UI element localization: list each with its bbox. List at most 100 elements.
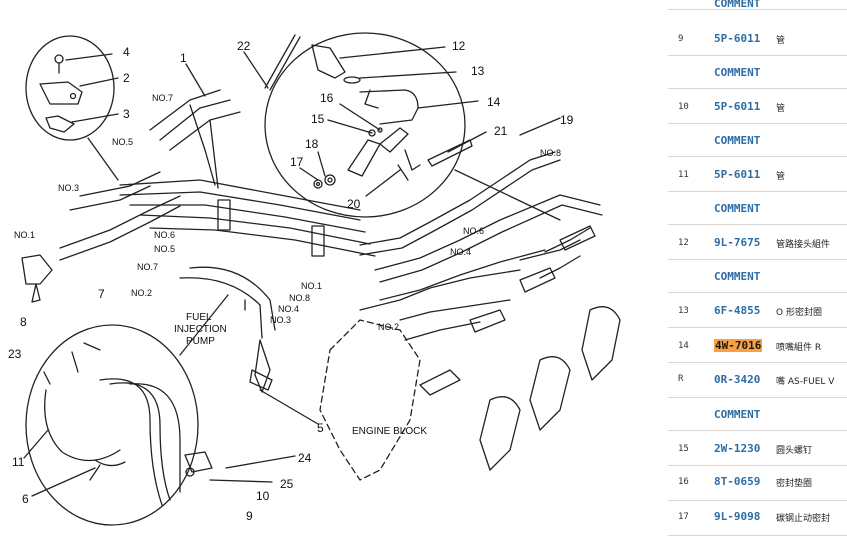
part-number-link[interactable]: 5P-6011 bbox=[714, 168, 761, 181]
comment-row: COMMENT bbox=[668, 124, 847, 157]
comment-row: COMMENT bbox=[668, 192, 847, 225]
part-number-link[interactable]: 2W-1230 bbox=[714, 442, 761, 455]
pump-label-line1: FUEL bbox=[186, 312, 212, 323]
part-index: 16 bbox=[678, 477, 689, 487]
part-number-link[interactable]: 9L-7675 bbox=[714, 236, 761, 249]
callout-2: 2 bbox=[123, 71, 130, 85]
part-description: 圆头螺钉 bbox=[776, 446, 813, 456]
fuel-line-detail bbox=[43, 342, 181, 506]
line-label-no7-mid: NO.7 bbox=[137, 262, 158, 272]
line-label-no2-mid: NO.2 bbox=[131, 288, 152, 298]
part-row-10: 10 5P-6011 管 bbox=[668, 89, 847, 124]
detail-circle-bracket bbox=[25, 35, 115, 141]
part-description: 碳钢止动密封 bbox=[776, 514, 831, 524]
part-description: O 形密封圈 bbox=[776, 308, 822, 318]
part-description: 密封垫圈 bbox=[776, 479, 813, 489]
line-label-no7-top: NO.7 bbox=[152, 93, 173, 103]
comment-row: COMMENT bbox=[668, 398, 847, 431]
part-row-16: 16 8T-0659 密封垫圈 bbox=[668, 466, 847, 501]
engine-assembly bbox=[21, 89, 621, 483]
callout-15: 15 bbox=[311, 112, 325, 126]
comment-link[interactable]: COMMENT bbox=[714, 134, 761, 147]
callout-1: 1 bbox=[180, 51, 187, 65]
parts-list-panel: COMMENT 9 5P-6011 管 COMMENT 10 5P-6011 管… bbox=[668, 0, 847, 538]
comment-row: COMMENT bbox=[668, 260, 847, 293]
callout-11: 11 bbox=[12, 455, 25, 469]
comment-link[interactable]: COMMENT bbox=[714, 0, 761, 10]
part-description: 管路接头組件 bbox=[776, 240, 831, 250]
part-number-link[interactable]: 5P-6011 bbox=[714, 32, 761, 45]
part-index: 12 bbox=[678, 238, 689, 248]
callout-6: 6 bbox=[22, 492, 29, 506]
part-index: 15 bbox=[678, 444, 689, 454]
callout-16: 16 bbox=[320, 91, 334, 105]
part-row-14: 14 4W-7016 喷嘴組件 R bbox=[668, 328, 847, 363]
callout-22: 22 bbox=[237, 39, 251, 53]
callout-17: 17 bbox=[290, 155, 304, 169]
parts-diagram: 4 2 3 1 22 12 13 16 14 15 21 19 18 17 20… bbox=[8, 32, 621, 526]
part-row-15: 15 2W-1230 圆头螺钉 bbox=[668, 431, 847, 466]
callout-20: 20 bbox=[347, 197, 361, 211]
callout-5: 5 bbox=[317, 421, 324, 435]
part-number-link-highlighted[interactable]: 4W-7016 bbox=[714, 339, 763, 352]
line-label-no8-right: NO.8 bbox=[540, 148, 561, 158]
part-description: 嘴 AS-FUEL V bbox=[776, 377, 835, 387]
callout-12: 12 bbox=[452, 39, 466, 53]
part-row-12: 12 9L-7675 管路接头組件 bbox=[668, 225, 847, 260]
callout-18: 18 bbox=[305, 137, 319, 151]
part-number-link[interactable]: 9L-9098 bbox=[714, 510, 761, 523]
part-number-link[interactable]: 6F-4855 bbox=[714, 304, 761, 317]
engine-block-label: ENGINE BLOCK bbox=[352, 426, 427, 437]
callout-4: 4 bbox=[123, 45, 130, 59]
part-index: 11 bbox=[678, 170, 689, 180]
detail-circle-lines bbox=[25, 324, 199, 526]
comment-link[interactable]: COMMENT bbox=[714, 270, 761, 283]
comment-link[interactable]: COMMENT bbox=[714, 202, 761, 215]
callout-8: 8 bbox=[20, 315, 27, 329]
line-label-no4-center: NO.4 bbox=[278, 304, 299, 314]
callout-3: 3 bbox=[123, 107, 130, 121]
part-number-link[interactable]: 5P-6011 bbox=[714, 100, 761, 113]
callout-10: 10 bbox=[256, 489, 270, 503]
callout-21: 21 bbox=[494, 124, 508, 138]
line-label-no6-right: NO.6 bbox=[463, 226, 484, 236]
part-index: R bbox=[678, 374, 684, 384]
part-index: 13 bbox=[678, 306, 689, 316]
callout-19: 19 bbox=[560, 113, 574, 127]
part-description: 管 bbox=[776, 36, 786, 46]
line-label-no1-left: NO.1 bbox=[14, 230, 35, 240]
callout-7: 7 bbox=[98, 287, 105, 301]
part-row-17: 17 9L-9098 碳钢止动密封 bbox=[668, 501, 847, 536]
part-number-link[interactable]: 8T-0659 bbox=[714, 475, 761, 488]
callout-23: 23 bbox=[8, 347, 22, 361]
line-label-no3-center: NO.3 bbox=[270, 315, 291, 325]
part-number-link[interactable]: 0R-3420 bbox=[714, 373, 761, 386]
callout-13: 13 bbox=[471, 64, 485, 78]
comment-row: COMMENT bbox=[668, 56, 847, 89]
part-index: 9 bbox=[678, 34, 684, 44]
line-label-no5-top: NO.5 bbox=[112, 137, 133, 147]
part-description: 管 bbox=[776, 172, 786, 182]
pump-label-line3: PUMP bbox=[186, 336, 215, 347]
bracket-detail bbox=[39, 54, 83, 133]
line-label-no6-mid: NO.6 bbox=[154, 230, 175, 240]
callout-25: 25 bbox=[280, 477, 294, 491]
line-label-no4-right: NO.4 bbox=[450, 247, 471, 257]
part-row-11: 11 5P-6011 管 bbox=[668, 157, 847, 192]
part-row-13: 13 6F-4855 O 形密封圈 bbox=[668, 293, 847, 328]
part-row-r: R 0R-3420 嘴 AS-FUEL V bbox=[668, 363, 847, 398]
callout-14: 14 bbox=[487, 95, 501, 109]
part-description: 喷嘴組件 R bbox=[776, 343, 822, 353]
part-description: 管 bbox=[776, 104, 786, 114]
callout-24: 24 bbox=[298, 451, 312, 465]
part-index: 14 bbox=[678, 341, 689, 351]
line-label-no5-mid: NO.5 bbox=[154, 244, 175, 254]
callout-9: 9 bbox=[246, 509, 253, 523]
part-row-9: 9 5P-6011 管 bbox=[668, 21, 847, 56]
comment-link[interactable]: COMMENT bbox=[714, 66, 761, 79]
part-index: 17 bbox=[678, 512, 689, 522]
part-index: 10 bbox=[678, 102, 689, 112]
comment-row: COMMENT bbox=[668, 0, 847, 10]
comment-link[interactable]: COMMENT bbox=[714, 408, 761, 421]
pump-label-line2: INJECTION bbox=[174, 324, 227, 335]
